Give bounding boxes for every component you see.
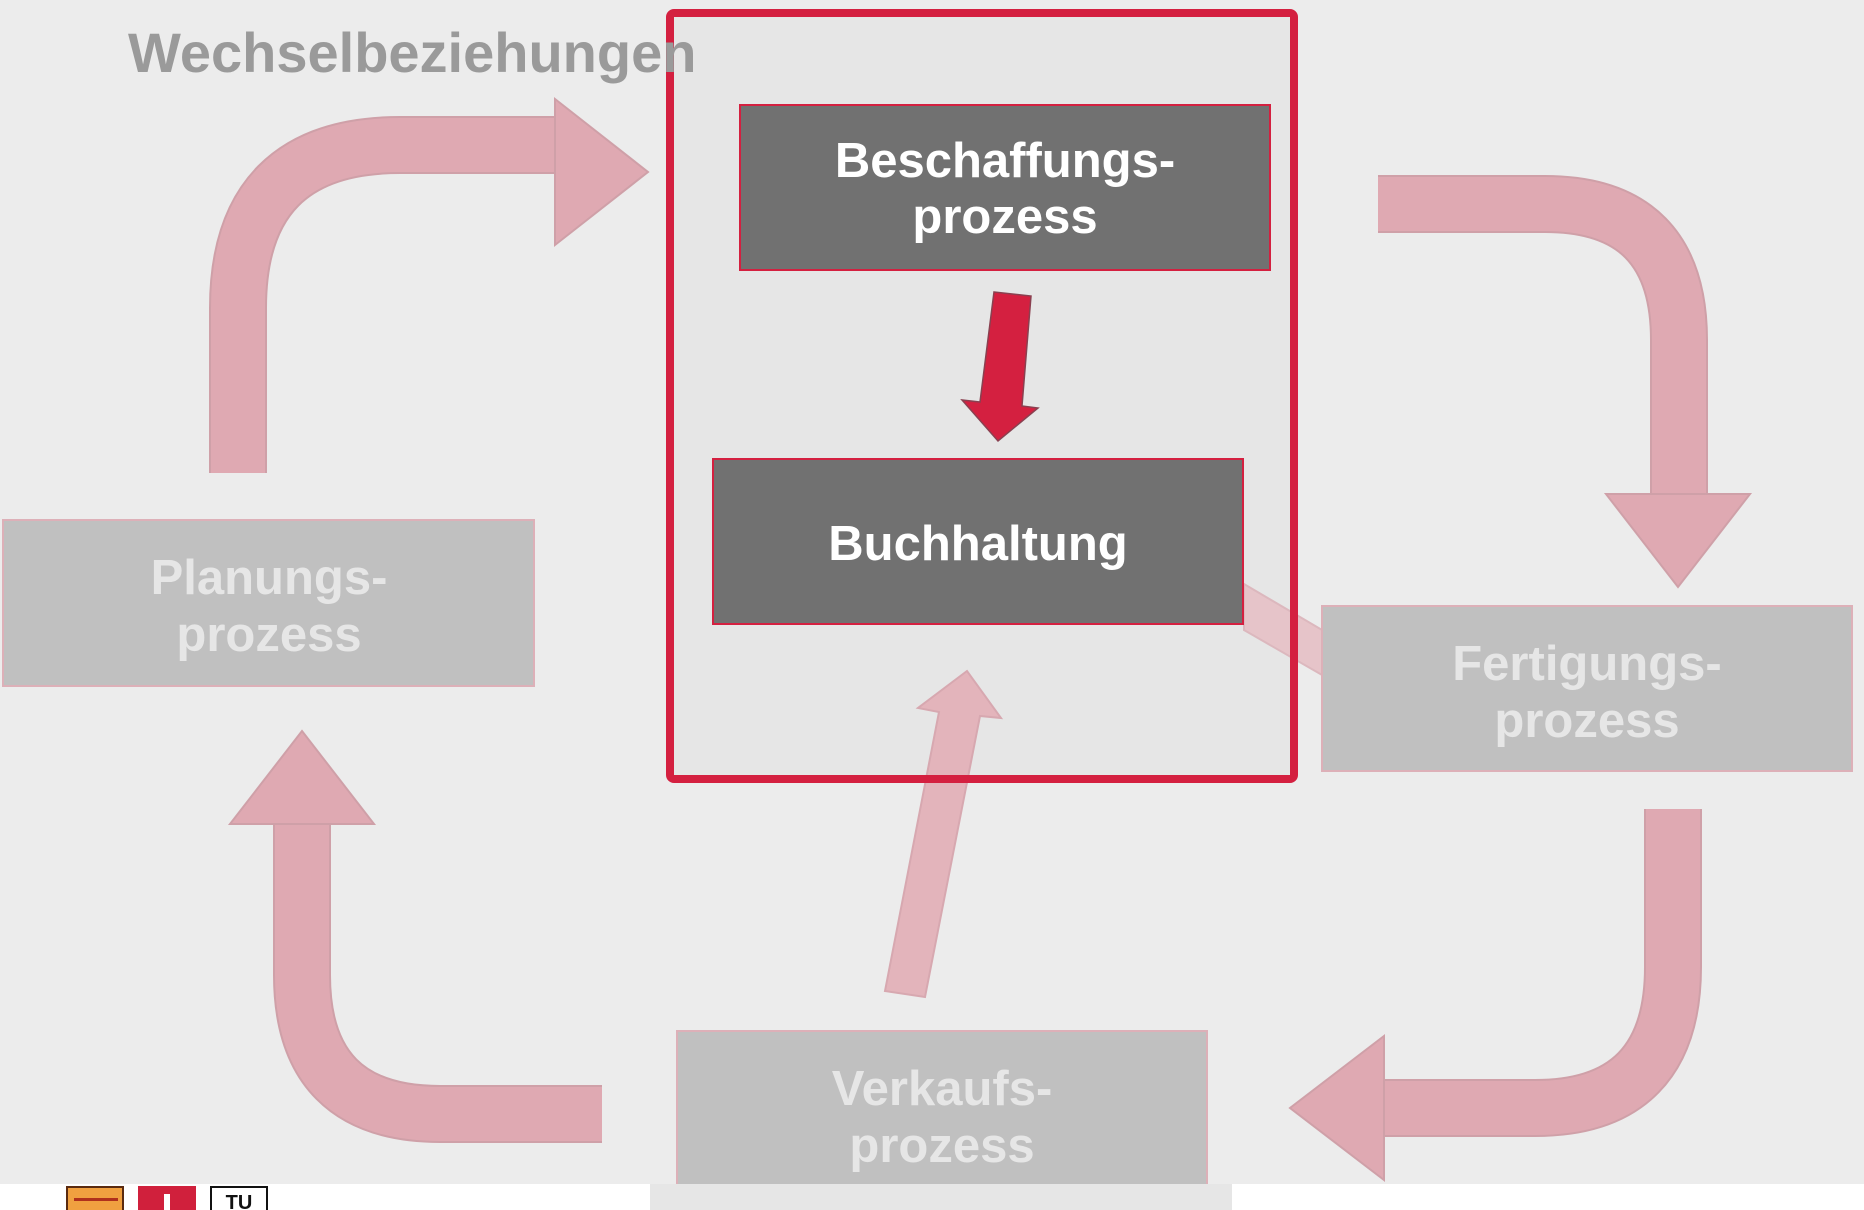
arrow-verkauf-to-planung <box>227 729 602 1143</box>
fertigung-box <box>1321 605 1853 772</box>
page-title: Wechselbeziehungen <box>128 21 697 84</box>
arrow-fertigung-to-verkauf <box>1288 809 1702 1183</box>
buchhaltung-label: Buchhaltung <box>828 517 1127 571</box>
buchhaltung-box <box>712 458 1244 625</box>
arrow-beschaffung-to-buchhaltung <box>960 291 1040 443</box>
planung-label-line1: Planungs- <box>151 551 388 605</box>
planung-box <box>2 519 535 687</box>
highlight-frame <box>666 9 1298 783</box>
arrow-beschaffung-to-fertigung <box>1378 175 1753 589</box>
arrow-planung-to-beschaffung <box>209 96 650 473</box>
fertigung-label-line2: prozess <box>1494 694 1679 748</box>
verkauf-label-line2: prozess <box>849 1119 1034 1173</box>
verkauf-label-line1: Verkaufs- <box>832 1062 1053 1116</box>
planung-label-line2: prozess <box>176 608 361 662</box>
footer-shadow <box>650 1184 1232 1210</box>
university-logo <box>138 1186 196 1210</box>
institute-logo <box>66 1186 124 1210</box>
beschaffung-label-line2: prozess <box>912 190 1097 244</box>
fertigung-label-line1: Fertigungs- <box>1452 637 1721 691</box>
arrow-verkauf-to-buchhaltung <box>883 669 1004 999</box>
beschaffung-box <box>739 104 1271 271</box>
tu-logo: TU <box>210 1186 268 1210</box>
verkauf-box <box>676 1030 1208 1195</box>
beschaffung-label-line1: Beschaffungs- <box>835 134 1175 188</box>
